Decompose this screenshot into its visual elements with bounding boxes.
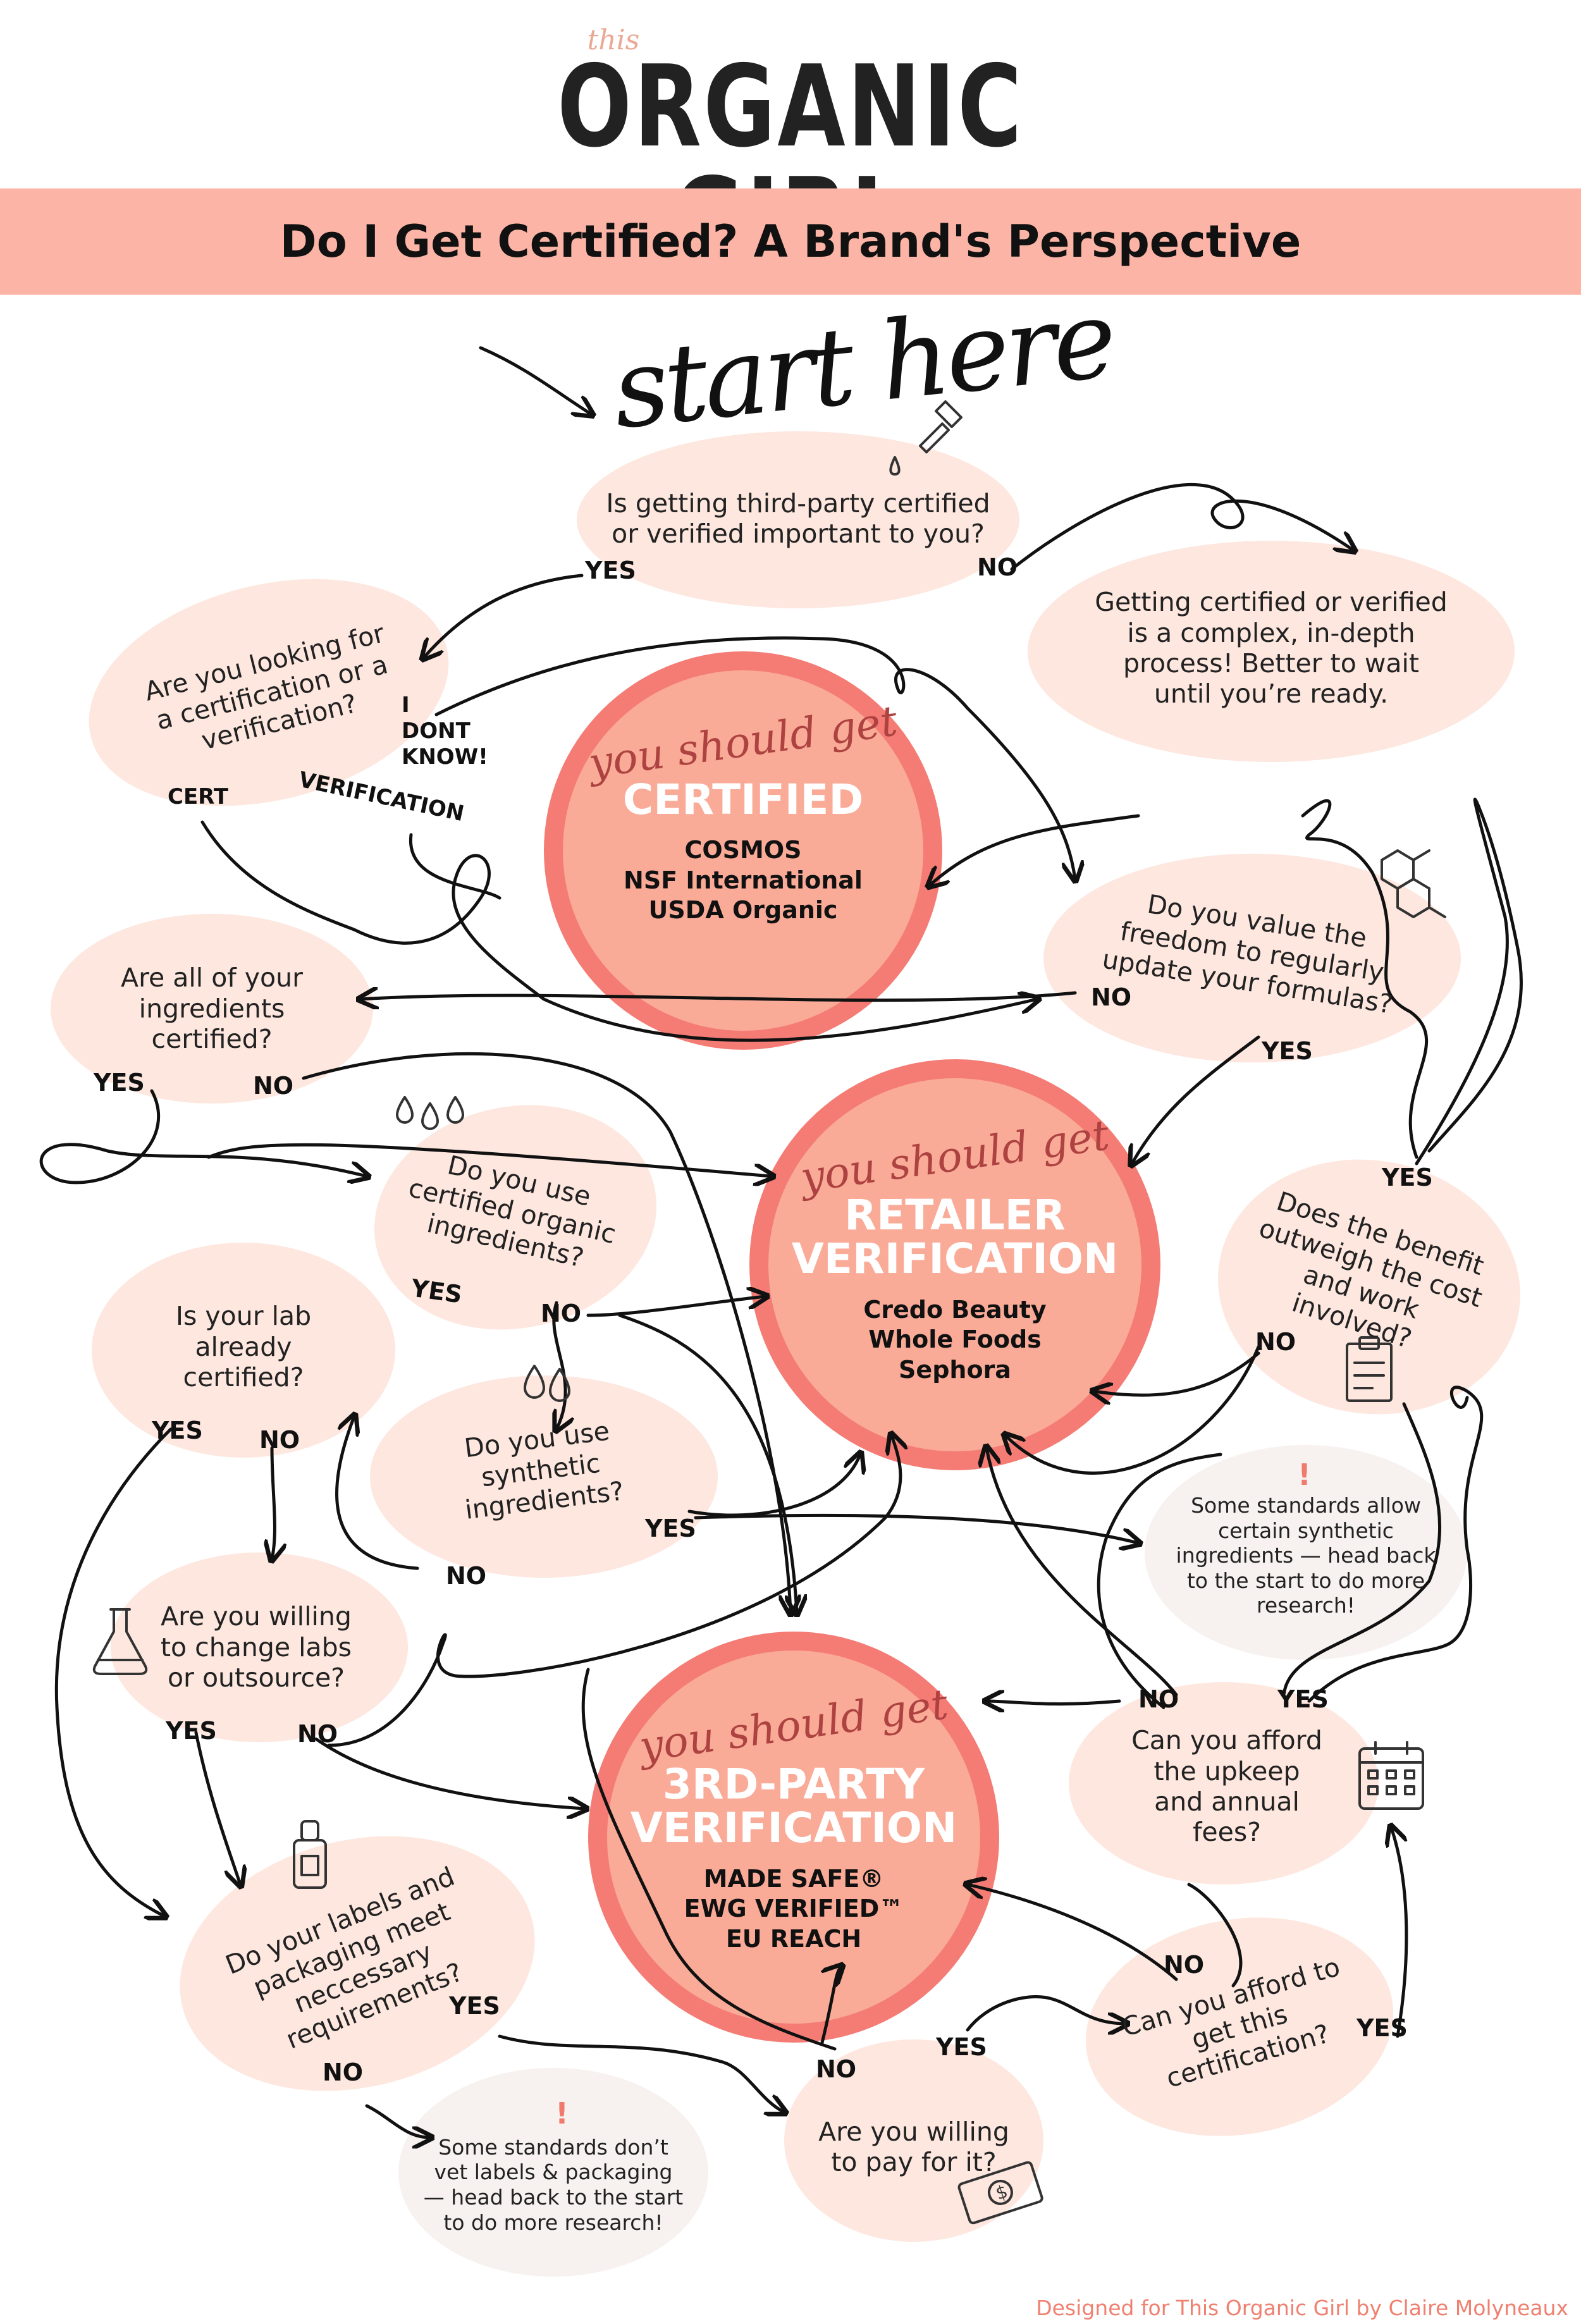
label-yes: YES — [585, 556, 636, 584]
label-no: NO — [259, 1426, 300, 1454]
bubble-upkeep — [1069, 1682, 1379, 1884]
labels-note: Some standards don’t vet labels & packag… — [423, 2134, 684, 2235]
question-change-labs: Are you willing to change labs or outsou… — [160, 1601, 352, 1694]
label-no: NO — [253, 1072, 294, 1100]
bubble-wait — [1028, 541, 1515, 762]
question-important: Is getting third-party certified or veri… — [606, 488, 990, 549]
bubble-benefit — [1218, 1159, 1520, 1415]
result-item: Sephora — [899, 1355, 1011, 1384]
bubble-lab — [92, 1243, 395, 1458]
label-no: NO — [1164, 1951, 1205, 1979]
label-yes: YES — [1356, 2014, 1408, 2042]
label-dont-know: I DONT KNOW! — [402, 692, 488, 770]
result-title-line1: 3RD-PARTY — [662, 1760, 925, 1809]
result-item: EWG VERIFIED™ — [684, 1895, 904, 1923]
result-title-line1: RETAILER — [844, 1191, 1066, 1239]
label-yes: YES — [645, 1515, 696, 1542]
warning-mark: ! — [555, 2096, 569, 2130]
result-certified: you should get CERTIFIED COSMOS NSF Inte… — [572, 696, 914, 926]
label-no: NO — [446, 1562, 487, 1590]
certified-circle-fill — [563, 670, 923, 1031]
result-item: Whole Foods — [868, 1325, 1042, 1354]
bubble-afford-cert — [1085, 1917, 1394, 2136]
result-item: USDA Organic — [648, 896, 838, 925]
synthetic-note: Some standards allow certain synthetic i… — [1176, 1493, 1436, 1618]
bubble-important — [577, 431, 1019, 608]
result-list: Credo Beauty Whole Foods Sephora — [778, 1295, 1132, 1386]
flask-icon — [92, 1608, 148, 1675]
label-cert: CERT — [168, 784, 229, 809]
result-item: Credo Beauty — [863, 1295, 1047, 1324]
connector-arrows — [39, 346, 1523, 2137]
result-retailer-verification: you should get RETAILER VERIFICATION Cre… — [778, 1110, 1132, 1386]
result-circles — [544, 651, 1160, 2043]
retailer-circle-fill — [768, 1078, 1141, 1451]
label-yes: YES — [152, 1417, 203, 1444]
calendar-icon — [1358, 1741, 1424, 1810]
question-upkeep: Can you afford the upkeep and annual fee… — [1131, 1725, 1322, 1848]
result-title-line2: VERIFICATION — [630, 1804, 957, 1853]
result-list: COSMOS NSF International USDA Organic — [572, 835, 914, 926]
label-no: NO — [323, 2058, 364, 2086]
dropper-icon — [889, 400, 963, 476]
label-no: NO — [297, 1720, 338, 1748]
label-yes: YES — [94, 1069, 145, 1097]
result-item: MADE SAFE® — [703, 1864, 884, 1893]
label-no: NO — [977, 553, 1018, 581]
label-yes: YES — [936, 2033, 987, 2061]
title-banner — [0, 188, 1581, 295]
clipboard-icon — [1346, 1336, 1393, 1402]
label-no: NO — [1091, 983, 1132, 1011]
result-item: NSF International — [624, 866, 863, 894]
question-all-certified: Are all of your ingredients certified? — [121, 962, 303, 1055]
bubble-pay — [784, 2039, 1043, 2242]
result-third-party-verification: you should get 3RD-PARTY VERIFICATION MA… — [617, 1680, 971, 1955]
bubble-labels — [180, 1836, 535, 2091]
question-pay: Are you willing to pay for it? — [818, 2116, 1009, 2177]
result-list: MADE SAFE® EWG VERIFIED™ EU REACH — [617, 1864, 971, 1955]
question-bubbles — [51, 431, 1520, 2242]
money-icon: $ — [957, 2161, 1043, 2225]
molecule-icon — [1381, 849, 1446, 918]
note-bubbles — [398, 1445, 1467, 2277]
question-lab: Is your lab already certified? — [175, 1301, 312, 1393]
label-yes: YES — [1382, 1164, 1433, 1191]
water-drops-icon — [396, 1096, 464, 1130]
label-no: NO — [541, 1300, 582, 1327]
label-yes: YES — [449, 1992, 500, 2020]
bubble-all-certified — [51, 914, 373, 1104]
designer-credit: Designed for This Organic Girl by Claire… — [1036, 2296, 1568, 2320]
label-yes: YES — [1277, 1685, 1329, 1713]
label-yes: YES — [1262, 1037, 1313, 1065]
result-item: COSMOS — [684, 836, 802, 864]
label-no: NO — [1138, 1685, 1179, 1713]
page-title: Do I Get Certified? A Brand's Perspectiv… — [280, 216, 1301, 267]
label-yes: YES — [166, 1717, 217, 1745]
bubble-synthetic — [370, 1375, 718, 1578]
bubble-freedom — [1043, 854, 1461, 1062]
result-item: EU REACH — [725, 1924, 862, 1953]
bubble-cert-or-ver — [89, 579, 449, 806]
bubble-synthetic-note — [1145, 1445, 1467, 1660]
question-wait: Getting certified or verified is a compl… — [1095, 587, 1448, 710]
bubble-change-labs — [111, 1552, 408, 1742]
warning-mark: ! — [1298, 1458, 1311, 1492]
synthetic-drops-icon — [524, 1365, 570, 1402]
logo-small-text: this — [587, 24, 640, 56]
result-title: CERTIFIED — [622, 775, 864, 824]
serum-bottle-icon — [293, 1820, 327, 1889]
third-party-circle-fill — [607, 1651, 980, 2024]
bubble-labels-note — [398, 2068, 708, 2277]
result-title-line2: VERIFICATION — [791, 1234, 1119, 1284]
label-no: NO — [1255, 1328, 1296, 1356]
label-no: NO — [816, 2055, 857, 2083]
